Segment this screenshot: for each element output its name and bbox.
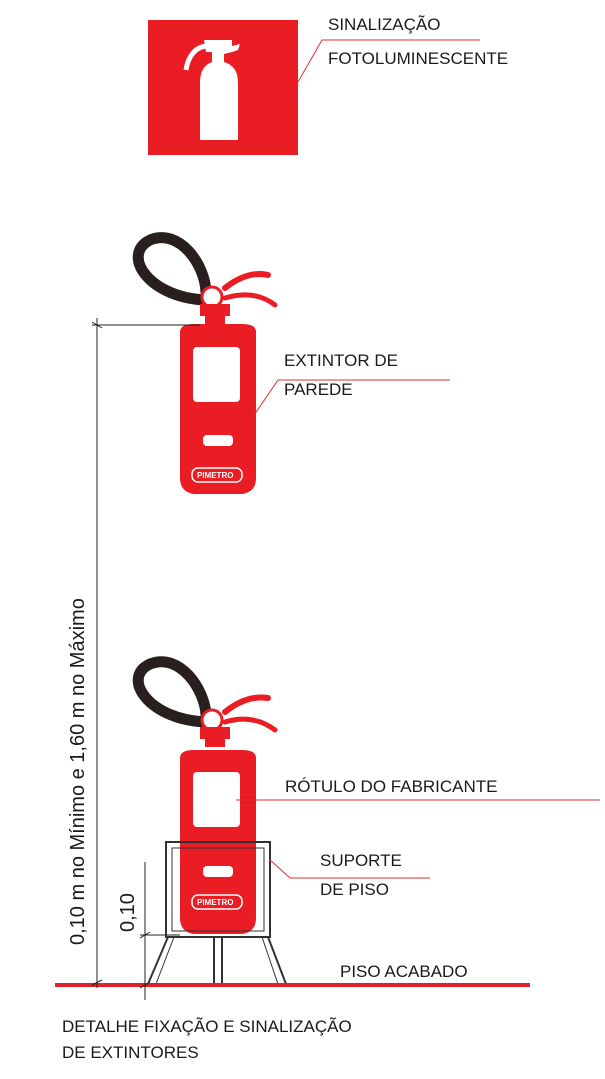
sign-label-line2: FOTOLUMINESCENTE xyxy=(328,49,508,68)
height-dimension xyxy=(91,318,200,1000)
height-dimension-label: 0,10 m no Mínimo e 1,60 m no Máximo xyxy=(67,598,89,945)
floor-stand xyxy=(147,841,287,985)
brand-label-bottom: PIMETRO xyxy=(197,898,233,907)
brand-label-top: PIMETRO xyxy=(197,471,233,480)
fire-extinguisher-sign-icon xyxy=(148,20,298,155)
wall-extinguisher: PIMETRO xyxy=(132,232,278,494)
sign-leader-line xyxy=(297,39,480,83)
wall-label-line2: PAREDE xyxy=(284,380,353,399)
stand-label-line1: SUPORTE xyxy=(320,851,402,870)
floor-label: PISO ACABADO xyxy=(340,962,468,981)
stand-label-line2: DE PISO xyxy=(320,880,389,899)
caption-line2: DE EXTINTORES xyxy=(62,1043,199,1062)
stand-leader-line xyxy=(269,859,430,879)
caption-line1: DETALHE FIXAÇÃO E SINALIZAÇÃO xyxy=(62,1017,352,1036)
sign-label-line1: SINALIZAÇÃO xyxy=(328,15,440,34)
small-dimension-label-vertical: 0,10 xyxy=(117,893,139,932)
floor-extinguisher: PIMETRO xyxy=(132,656,278,934)
wall-leader-line xyxy=(251,379,450,419)
wall-label-line1: EXTINTOR DE xyxy=(284,351,398,370)
manufacturer-label: RÓTULO DO FABRICANTE xyxy=(285,777,498,796)
